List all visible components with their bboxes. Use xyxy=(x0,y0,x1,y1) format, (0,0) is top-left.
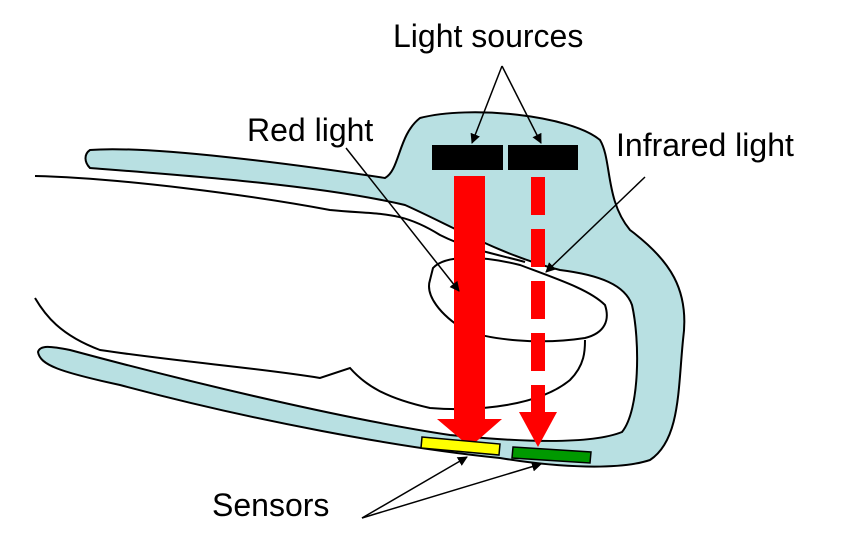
probe-clip xyxy=(36,111,686,468)
red-light-arrowhead xyxy=(437,419,502,447)
light-sources-arrow-left xyxy=(470,65,503,144)
light-sources-label: Light sources xyxy=(393,18,584,54)
light-sources-arrow-right xyxy=(501,65,542,144)
red-light-sensor xyxy=(420,436,501,456)
red-light-emitter xyxy=(432,145,503,170)
infrared-light-sensor xyxy=(511,446,592,464)
sensors-arrow-right xyxy=(361,461,542,519)
red-light-beam xyxy=(454,176,485,419)
finger-outline-bottom xyxy=(34,297,586,411)
infrared-light-emitter xyxy=(508,145,578,170)
sensors-arrow-left xyxy=(361,456,468,519)
infrared-light-arrow xyxy=(545,176,646,273)
infrared-light-arrowhead xyxy=(519,412,557,447)
red-light-arrow xyxy=(345,147,460,292)
sensors-label: Sensors xyxy=(212,487,330,523)
infrared-light-label: Infrared light xyxy=(616,127,794,163)
red-light-label: Red light xyxy=(247,112,374,148)
